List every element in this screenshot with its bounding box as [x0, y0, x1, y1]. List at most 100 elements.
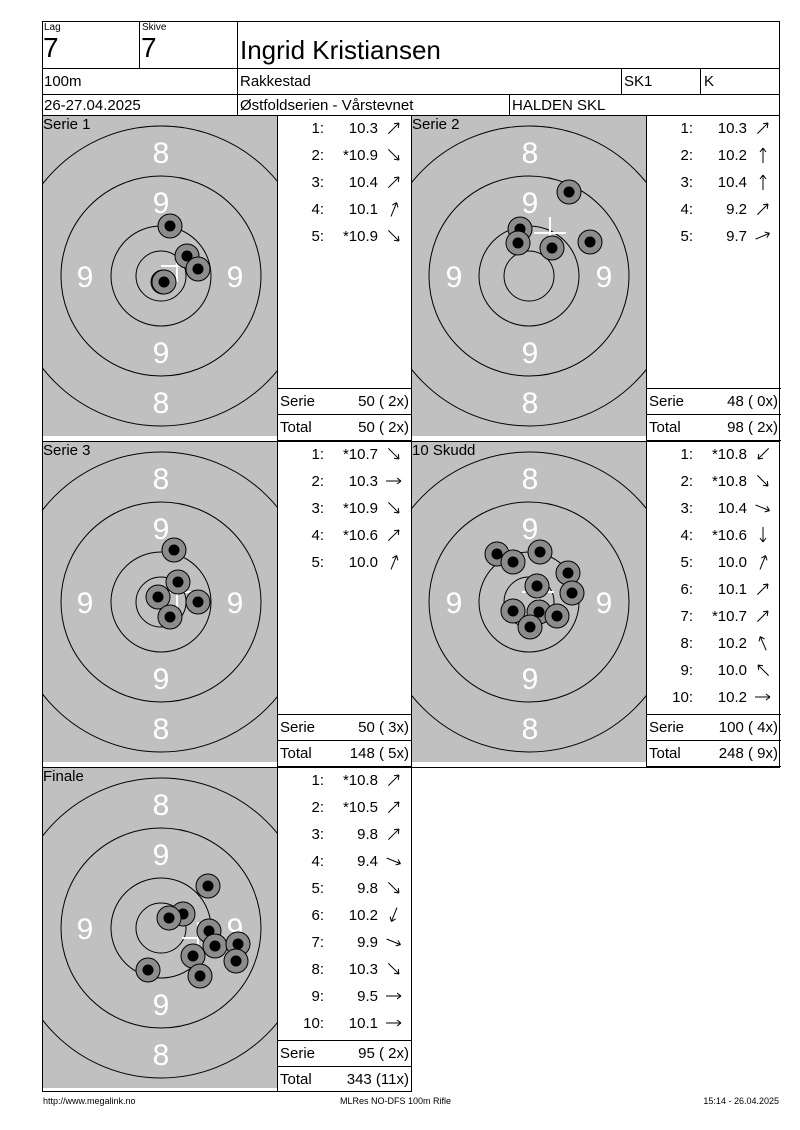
shot-value: 10.4: [717, 174, 747, 191]
direction-arrow-icon: [387, 774, 400, 787]
total-label: Total: [649, 419, 681, 436]
panel-title: Serie 3: [43, 442, 91, 459]
direction-arrow-icon: [387, 828, 400, 841]
direction-arrow-icon: [756, 610, 769, 623]
direction-arrow-icon: [387, 229, 400, 242]
shot-row: 4:9.2: [647, 197, 777, 224]
target-ring: [60, 827, 262, 1029]
shot-row: 1:*10.8: [278, 768, 408, 795]
shot-hole-center: [164, 220, 176, 232]
ring-number: 9: [522, 513, 539, 546]
ring-number: 8: [153, 387, 170, 420]
direction-arrow-icon: [387, 529, 400, 542]
shot-row: 7:*10.7: [647, 604, 777, 631]
shot-hole-center: [563, 186, 575, 198]
shot-hole-center: [142, 964, 154, 976]
shot-number: 3:: [311, 500, 324, 517]
footer-url[interactable]: http://www.megalink.no: [43, 1096, 136, 1106]
direction-arrow-icon: [758, 636, 767, 651]
shot-value: 10.0: [348, 554, 378, 571]
shot-number: 1:: [680, 120, 693, 137]
shot-hole-center: [562, 567, 574, 579]
shot-row: 2:*10.8: [647, 469, 777, 496]
shot-value: 10.0: [717, 662, 747, 679]
serie-sum-row: Serie 50 ( 2x): [278, 389, 412, 415]
ring-number: 8: [522, 387, 539, 420]
shot-number: 2:: [680, 473, 693, 490]
direction-arrow-icon: [755, 231, 770, 240]
direction-arrow-icon: [389, 907, 398, 922]
direction-arrow-icon: [387, 148, 400, 161]
direction-arrow-icon: [387, 501, 400, 514]
club-name: HALDEN SKL: [512, 97, 606, 114]
serie-label: Serie: [649, 719, 685, 736]
shot-number: 9:: [680, 662, 693, 679]
target-ring: [60, 501, 262, 703]
direction-arrow-icon: [756, 474, 769, 487]
shot-row: 2:10.3: [278, 469, 408, 496]
shot-value: 10.2: [717, 689, 747, 706]
target-ring: [412, 125, 646, 427]
shot-number: 1:: [680, 446, 693, 463]
shot-value: *10.7: [342, 446, 378, 463]
ring-number: 9: [153, 989, 170, 1022]
lag-value: 7: [43, 32, 59, 63]
shot-value: 9.5: [357, 988, 378, 1005]
shot-hole-center: [202, 880, 214, 892]
total-sum-row: Total 98 ( 2x): [647, 415, 781, 441]
shot-hole-center: [507, 605, 519, 617]
shot-value: 9.9: [357, 934, 378, 951]
shot-value: 9.7: [726, 228, 747, 245]
shot-value: 10.2: [717, 635, 747, 652]
shot-hole-center: [524, 621, 536, 633]
panel-title: Serie 2: [412, 116, 460, 133]
shot-value: 10.3: [348, 473, 378, 490]
shot-value: 9.4: [357, 853, 378, 870]
direction-arrow-icon: [756, 122, 769, 135]
direction-arrow-icon: [757, 664, 770, 677]
serie-value: 50 ( 2x): [358, 393, 409, 410]
shot-row: 9:9.5: [278, 984, 408, 1011]
shot-hole-center: [491, 548, 503, 560]
total-value: 248 ( 9x): [718, 745, 778, 762]
shot-value: 10.1: [717, 581, 747, 598]
shot-number: 3:: [680, 174, 693, 191]
direction-arrow-icon: [386, 857, 401, 866]
shot-hole-center: [168, 544, 180, 556]
ring-number: 9: [522, 337, 539, 370]
direction-arrow-icon: [387, 176, 400, 189]
target-ring: [43, 125, 277, 427]
target-ring: [503, 250, 555, 302]
shot-hole-center: [507, 556, 519, 568]
shot-hole-center: [158, 276, 170, 288]
direction-arrow-icon: [386, 477, 402, 485]
serie-label: Serie: [280, 719, 316, 736]
shot-number: 1:: [311, 772, 324, 789]
target-ring: [43, 451, 277, 753]
shot-hole-center: [551, 610, 563, 622]
shot-hole-center: [546, 242, 558, 254]
shot-row: 7:9.9: [278, 930, 408, 957]
shot-value: *10.9: [342, 147, 378, 164]
shot-value: *10.7: [711, 608, 747, 625]
direction-arrow-icon: [386, 938, 401, 947]
target-background: [43, 768, 277, 1088]
total-label: Total: [649, 745, 681, 762]
shot-number: 5:: [311, 228, 324, 245]
shot-hole-center: [230, 955, 242, 967]
shot-number: 5:: [680, 554, 693, 571]
direction-arrow-icon: [390, 202, 399, 217]
shot-row: 1:10.3: [647, 116, 777, 143]
direction-arrow-icon: [756, 583, 769, 596]
ring-number: 8: [153, 1039, 170, 1072]
shot-hole-center: [164, 611, 176, 623]
serie-label: Serie: [280, 393, 316, 410]
shot-hole-center: [531, 580, 543, 592]
shot-row: 3:10.4: [647, 496, 777, 523]
shot-number: 4:: [680, 201, 693, 218]
shot-row: 3:10.4: [278, 170, 408, 197]
shot-number: 5:: [311, 880, 324, 897]
shot-hole-center: [192, 596, 204, 608]
shot-hole-center: [533, 606, 545, 618]
